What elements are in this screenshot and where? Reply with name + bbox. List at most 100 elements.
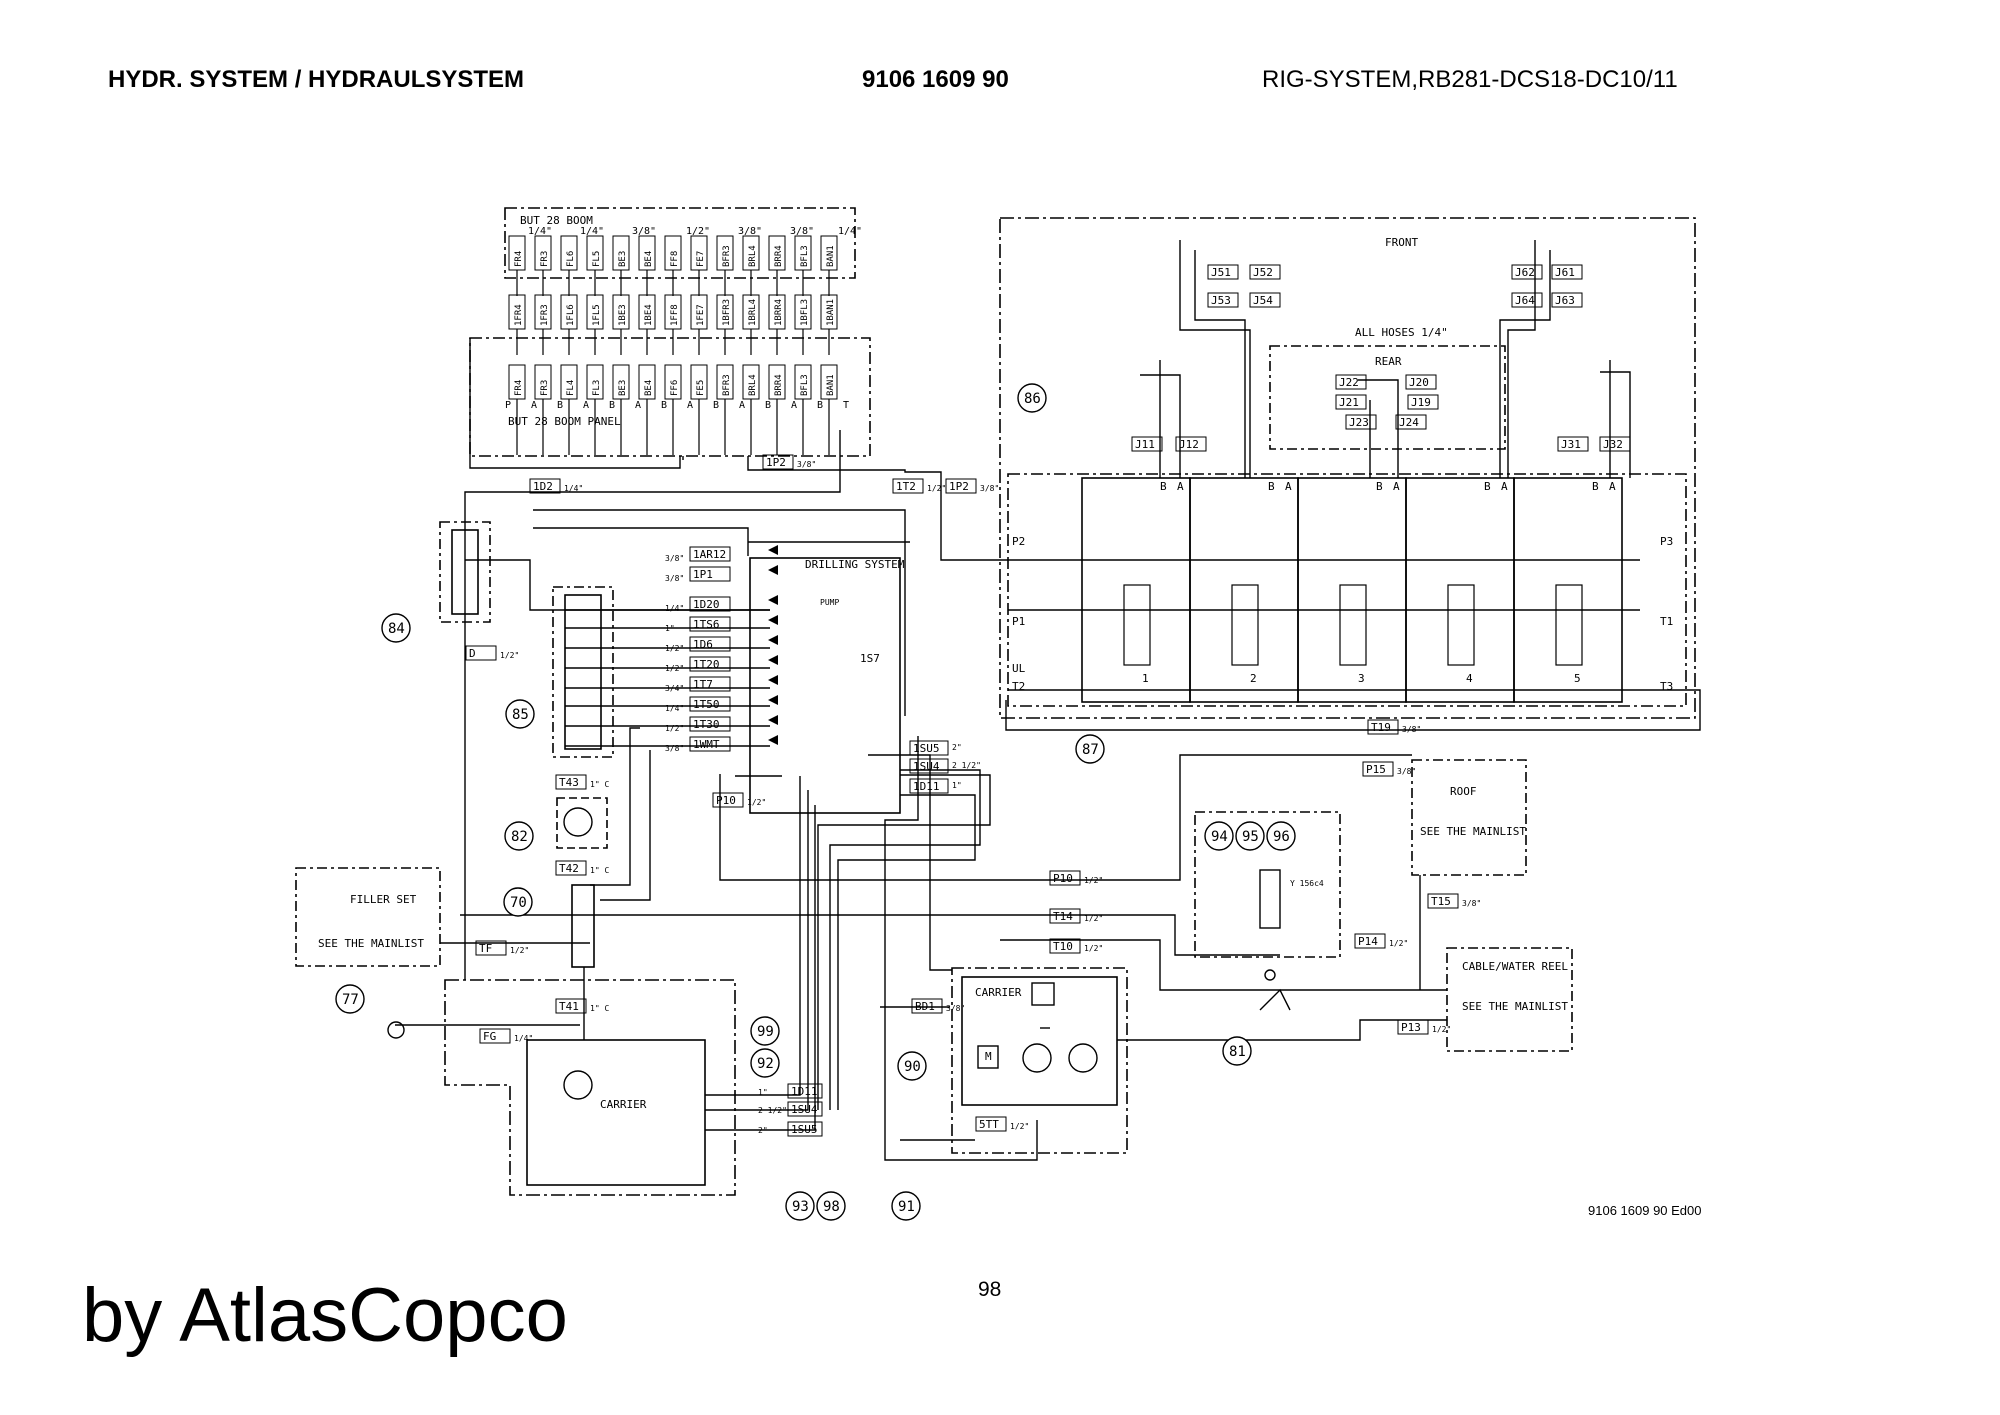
drill-input-code: 1P1 [693, 568, 713, 581]
callout-number: 81 [1229, 1044, 1246, 1060]
callout-circle [816, 1191, 846, 1221]
callout-circle [750, 1048, 780, 1078]
line-code-tf: TF [479, 942, 492, 955]
callout-circle [1017, 383, 1047, 413]
line-code-t41-box [555, 998, 587, 1014]
boom-size-label: 1/4" [528, 226, 552, 237]
front-port-label: T3 [1660, 680, 1673, 693]
callout-number: 95 [1242, 829, 1259, 845]
callout-circle [891, 1191, 921, 1221]
callout-circle [1204, 821, 1234, 851]
drawing-code: 9106 1609 90 Ed00 [1588, 1203, 1702, 1218]
j-label: J19 [1411, 396, 1431, 409]
line-code-p10b-box [1049, 870, 1081, 886]
j-label: J22 [1339, 376, 1359, 389]
port-b-label: B [1484, 480, 1491, 493]
line-code-p2: 1P2 [766, 456, 786, 469]
line-code-t14: T14 [1053, 910, 1073, 923]
port-b-label: B [1592, 480, 1599, 493]
callout-number: 70 [510, 895, 527, 911]
j-label-box [1249, 264, 1281, 280]
callout-circle [1266, 821, 1296, 851]
drill-input-size: 1/2" [665, 724, 684, 733]
j-label: J32 [1603, 438, 1623, 451]
boom-ab-label: A [739, 400, 745, 411]
boom-port-label: FE5 [696, 380, 706, 396]
drill-input-code: 1TS6 [693, 618, 720, 631]
j-label: J20 [1409, 376, 1429, 389]
boom-ab-label: A [583, 400, 589, 411]
line-code-t19-box [1367, 719, 1399, 735]
boom-port-label: BE3 [618, 380, 628, 396]
line-size-p2b: 3/8" [980, 484, 999, 493]
boom-size-label: 3/8" [790, 226, 814, 237]
callout-circle [1075, 734, 1105, 764]
j-label-box [1511, 264, 1543, 280]
callout-number: 92 [757, 1056, 774, 1072]
boom-port-label: BE4 [644, 251, 654, 267]
j-label-box [1407, 394, 1439, 410]
callout-circle [503, 887, 533, 917]
carrier-line-code: 1SU4 [791, 1103, 818, 1116]
port-b-label: B [1376, 480, 1383, 493]
front-port-label: UL [1012, 662, 1026, 675]
drill-input-code-box [689, 696, 731, 712]
roof-title: ROOF [1450, 785, 1477, 798]
boom-port-label: 1BE4 [644, 304, 654, 326]
drill-right-size: 2 1/2" [952, 761, 981, 770]
line-code-p13-box [1397, 1019, 1429, 1035]
drill-input-size: 3/8" [665, 744, 684, 753]
boom-ab-label: P [505, 400, 511, 411]
j-label-box [1249, 292, 1281, 308]
j-label: J51 [1211, 266, 1231, 279]
line-code-t2: 1T2 [896, 480, 916, 493]
drill-right-size: 2" [952, 743, 962, 752]
boom-ab-label: A [791, 400, 797, 411]
line-size-p15: 3/8" [1397, 767, 1416, 776]
drill-input-code: 1D20 [693, 598, 720, 611]
line-size-p10b: 1/2" [1084, 876, 1103, 885]
line-code-t43-box [555, 774, 587, 790]
boom-port-label: BFL3 [800, 245, 810, 267]
j-label-box [1557, 436, 1589, 452]
line-code-p14: P14 [1358, 935, 1378, 948]
drill-input-code-box [689, 596, 731, 612]
front-label: FRONT [1385, 236, 1418, 249]
line-code-t43: T43 [559, 776, 579, 789]
j-label-box [1511, 292, 1543, 308]
callout-number: 77 [342, 992, 359, 1008]
drill-right-code-box [909, 758, 949, 774]
callout-number: 99 [757, 1024, 774, 1040]
line-code-t10-box [1049, 938, 1081, 954]
drilling-system-label: DRILLING SYSTEM [805, 558, 905, 571]
boom-size-label: 1/4" [580, 226, 604, 237]
drill-input-arrow [768, 565, 778, 575]
section-number: 5 [1574, 672, 1581, 685]
line-code-t42: T42 [559, 862, 579, 875]
header-title-left: HYDR. SYSTEM / HYDRAULSYSTEM [108, 66, 525, 93]
front-port-label: T2 [1012, 680, 1025, 693]
line-code-p2b: 1P2 [949, 480, 969, 493]
line-size-bd1: 3/8" [946, 1004, 965, 1013]
j-label: J21 [1339, 396, 1359, 409]
boom-port-label: FL4 [566, 380, 576, 396]
drill-right-code: 1D11 [913, 780, 940, 793]
boom-port-label: 1BAN1 [826, 299, 836, 326]
j-label-box [1207, 292, 1239, 308]
reel-title: CABLE/WATER REEL [1462, 960, 1568, 973]
front-port-label: P3 [1660, 535, 1673, 548]
drill-input-arrow [768, 635, 778, 645]
callout-circle [335, 984, 365, 1014]
j-label-box [1131, 436, 1163, 452]
front-port-label: P2 [1012, 535, 1025, 548]
boom-port-label: FL3 [592, 380, 602, 396]
boom-port-label: FR4 [514, 380, 524, 396]
drill-input-size: 1/2" [665, 664, 684, 673]
boom-ab-label: T [843, 400, 849, 411]
boom-size-label: 3/8" [738, 226, 762, 237]
boom-port-label: 1FR4 [514, 304, 524, 326]
boom-port-label: 1FF8 [670, 304, 680, 326]
j-label-box [1345, 414, 1377, 430]
